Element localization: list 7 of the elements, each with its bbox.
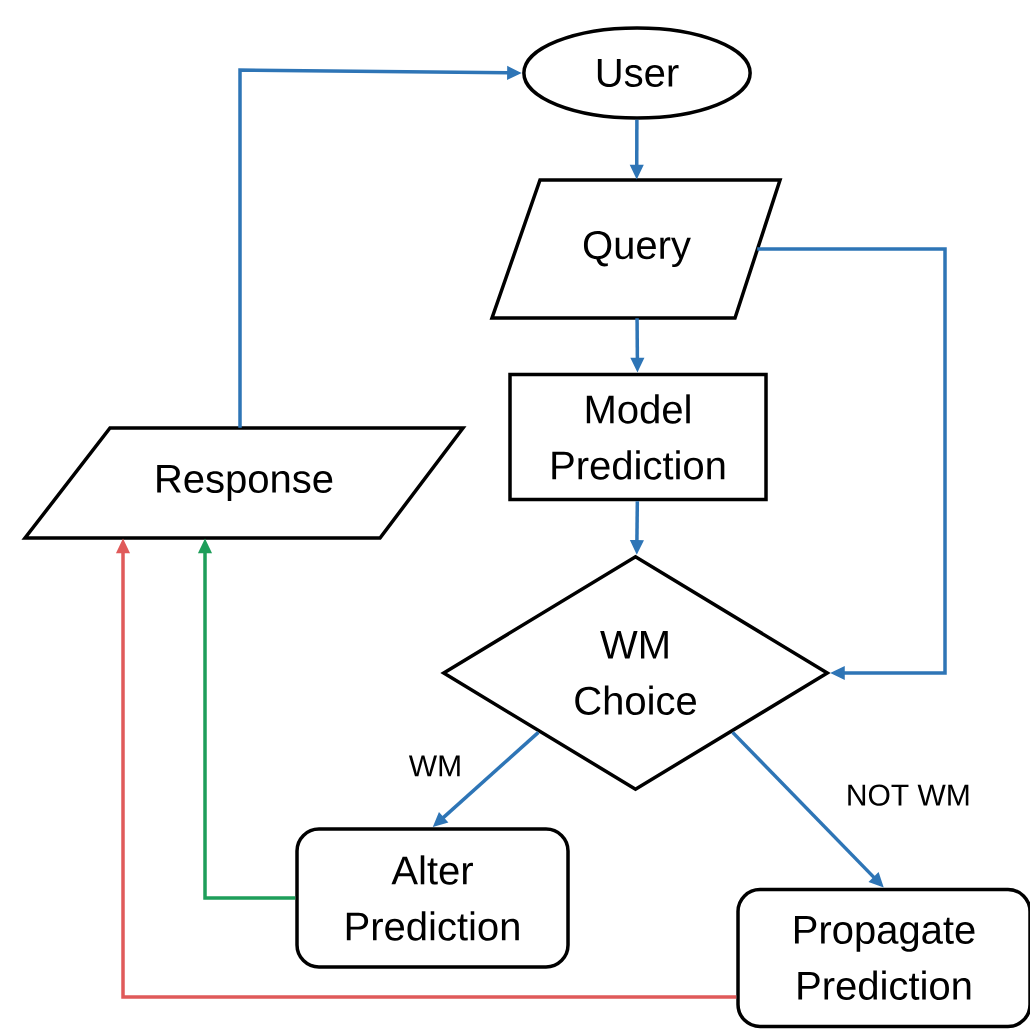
rounded-box: Alter Prediction — [295, 827, 570, 969]
rounded-box: Propagate Prediction — [736, 887, 1030, 1029]
edge-label: NOT WM — [848, 784, 969, 806]
edge-label: WM — [408, 755, 460, 777]
arrow — [757, 247, 947, 681]
process-box: Model Prediction — [508, 372, 768, 502]
ellipse-node: User — [522, 26, 752, 120]
